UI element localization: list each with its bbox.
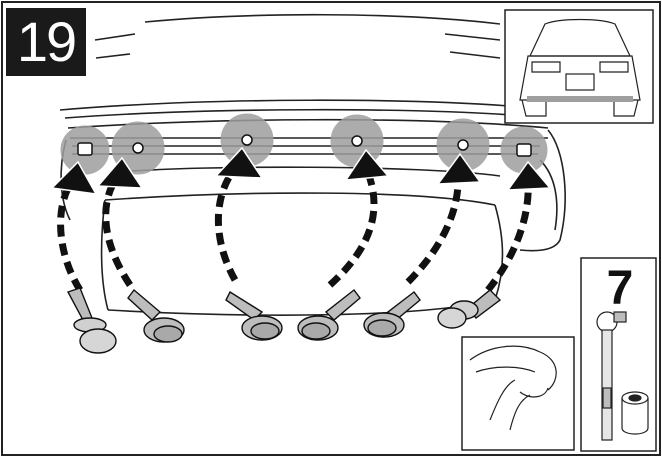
tool-size-label: 7 bbox=[606, 262, 634, 315]
arrow-heads bbox=[50, 146, 552, 195]
socket-wrench-icon bbox=[596, 311, 649, 441]
arrow-1 bbox=[57, 175, 83, 292]
step-number-badge: 19 bbox=[6, 8, 86, 76]
bolt-1 bbox=[127, 288, 185, 343]
bolt-2 bbox=[225, 290, 283, 341]
hand-inset bbox=[461, 336, 575, 451]
hole-marker-2 bbox=[132, 142, 144, 154]
bolt-3 bbox=[297, 289, 361, 341]
arrow-6 bbox=[485, 179, 532, 293]
hole-marker-5 bbox=[457, 139, 469, 151]
vehicle-rear-inset bbox=[504, 9, 654, 124]
hole-marker-4 bbox=[351, 135, 363, 147]
hole-marker-1 bbox=[77, 142, 93, 156]
hole-marker-3 bbox=[241, 134, 253, 146]
bolt-4 bbox=[363, 291, 421, 338]
tool-inset bbox=[580, 257, 657, 452]
arrow-4 bbox=[327, 166, 378, 288]
hole-marker-6 bbox=[516, 143, 532, 157]
arrow-3 bbox=[215, 162, 241, 282]
fastener-clip-left bbox=[66, 287, 117, 354]
fastener-clip-right bbox=[437, 289, 502, 329]
